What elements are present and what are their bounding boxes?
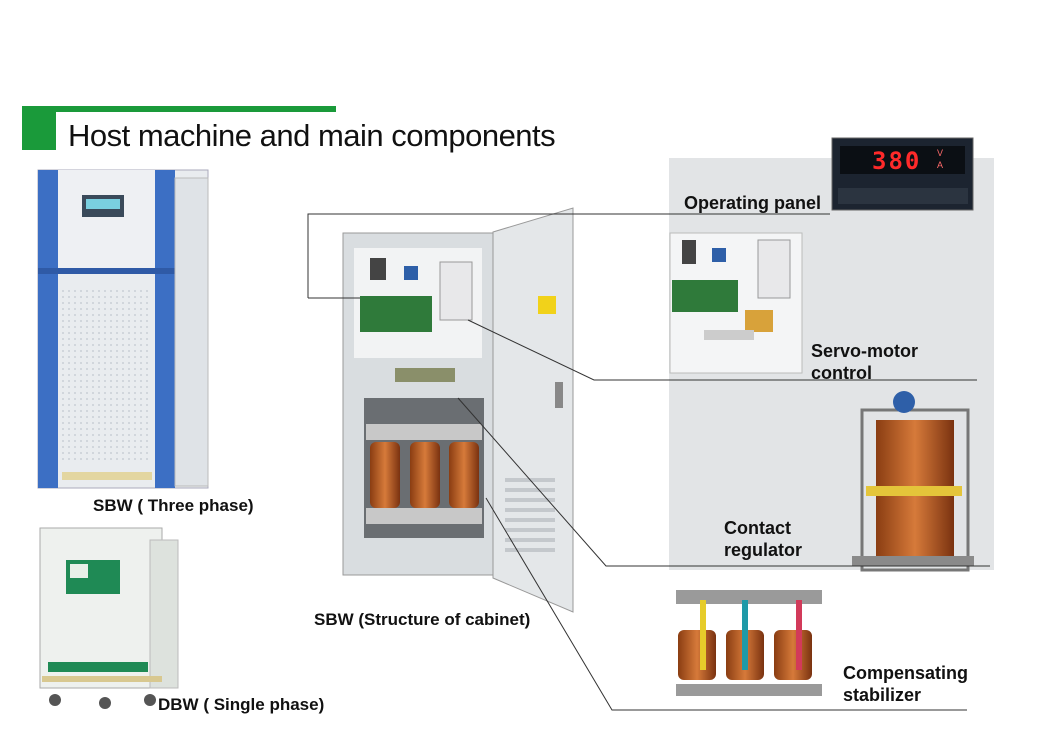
panel-display-unit-a: A [937, 160, 944, 170]
dbw-single-phase-cabinet-image [39, 527, 179, 709]
label-contact-regulator-line2: regulator [724, 540, 803, 560]
title-accent-bar [22, 106, 336, 112]
label-servo-motor-control-line1: Servo-motor [811, 341, 919, 361]
leader-lines [307, 213, 990, 711]
sbw-cabinet-structure-image [342, 207, 574, 613]
panel-display-unit-v: V [937, 148, 944, 158]
label-contact-regulator-line1: Contact [724, 518, 791, 538]
caption-dbw-single-phase: DBW ( Single phase) [158, 695, 325, 714]
page-title: Host machine and main components [68, 118, 556, 153]
label-compensating-stabilizer-line1: Compensating [843, 663, 969, 683]
label-compensating-stabilizer-line2: stabilizer [843, 685, 922, 705]
caption-sbw-three-phase: SBW ( Three phase) [93, 496, 254, 515]
compensating-stabilizer-image [676, 590, 822, 696]
caption-sbw-structure: SBW (Structure of cabinet) [314, 610, 531, 629]
operating-panel-image [831, 137, 974, 211]
label-servo-motor-control-line2: control [811, 363, 872, 383]
title-accent-block [22, 112, 56, 150]
label-operating-panel: Operating panel [684, 193, 822, 213]
contact-regulator-image [852, 391, 974, 572]
sbw-three-phase-cabinet-image [37, 169, 209, 489]
servo-motor-control-image [669, 232, 803, 374]
panel-display-reading: 380 [872, 147, 922, 175]
